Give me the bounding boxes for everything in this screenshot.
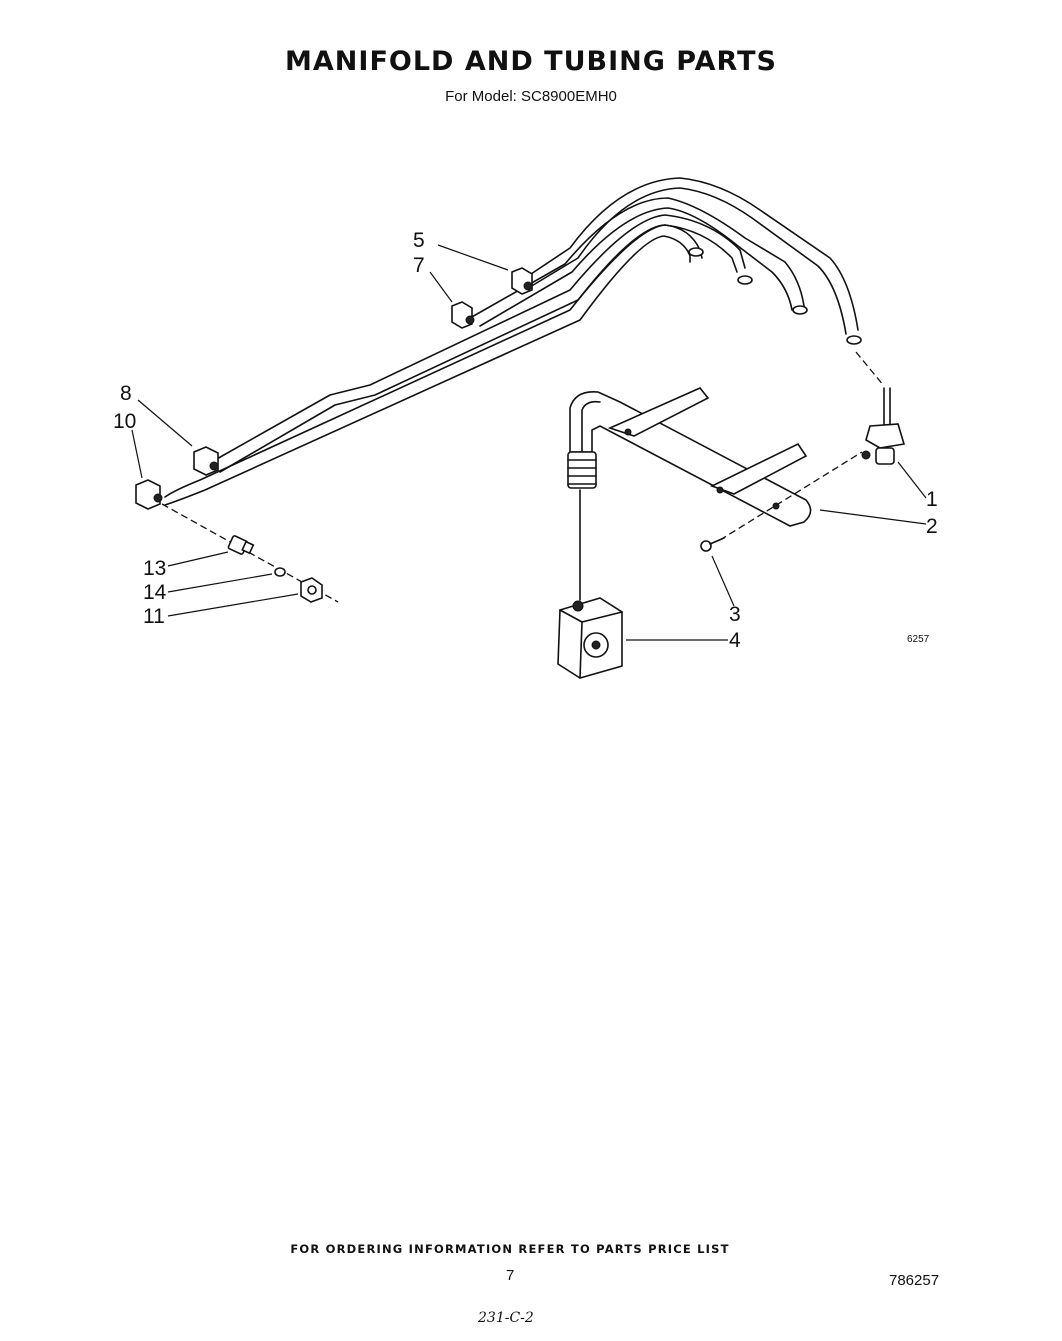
callout-5: 5 bbox=[413, 229, 425, 252]
diagram-code: 6257 bbox=[907, 634, 930, 645]
callout-11: 11 bbox=[143, 605, 165, 628]
callout-2: 2 bbox=[926, 515, 938, 538]
callout-7: 7 bbox=[413, 254, 425, 277]
callout-4: 4 bbox=[729, 629, 741, 652]
tubing-bundle bbox=[164, 177, 862, 506]
screw-item-3 bbox=[700, 537, 725, 552]
callout-10: 10 bbox=[113, 410, 137, 433]
fitting-item-8 bbox=[193, 446, 219, 476]
callout-14: 14 bbox=[143, 581, 167, 604]
model-subtitle: For Model: SC8900EMH0 bbox=[445, 88, 617, 105]
document-number: 786257 bbox=[889, 1272, 940, 1289]
regulator-item-4 bbox=[557, 597, 623, 679]
orifice-item-14 bbox=[274, 567, 286, 577]
page-number: 7 bbox=[506, 1267, 515, 1284]
callout-1: 1 bbox=[926, 488, 938, 511]
handwritten-note: 231-C-2 bbox=[478, 1310, 534, 1326]
page-title: MANIFOLD AND TUBING PARTS bbox=[285, 46, 777, 77]
fitting-item-5 bbox=[511, 267, 533, 295]
fitting-item-10 bbox=[135, 479, 163, 510]
nut-item-11 bbox=[300, 577, 323, 603]
ordering-note: FOR ORDERING INFORMATION REFER TO PARTS … bbox=[290, 1242, 730, 1256]
fitting-item-7 bbox=[451, 301, 475, 329]
manifold-pipe-item-2 bbox=[567, 387, 812, 527]
callout-8: 8 bbox=[120, 382, 132, 405]
leader-lines bbox=[131, 244, 927, 641]
callout-3: 3 bbox=[729, 603, 741, 626]
callout-13: 13 bbox=[143, 557, 167, 580]
valve-item-1 bbox=[861, 387, 906, 465]
orifice-hood-item-13 bbox=[227, 535, 255, 555]
